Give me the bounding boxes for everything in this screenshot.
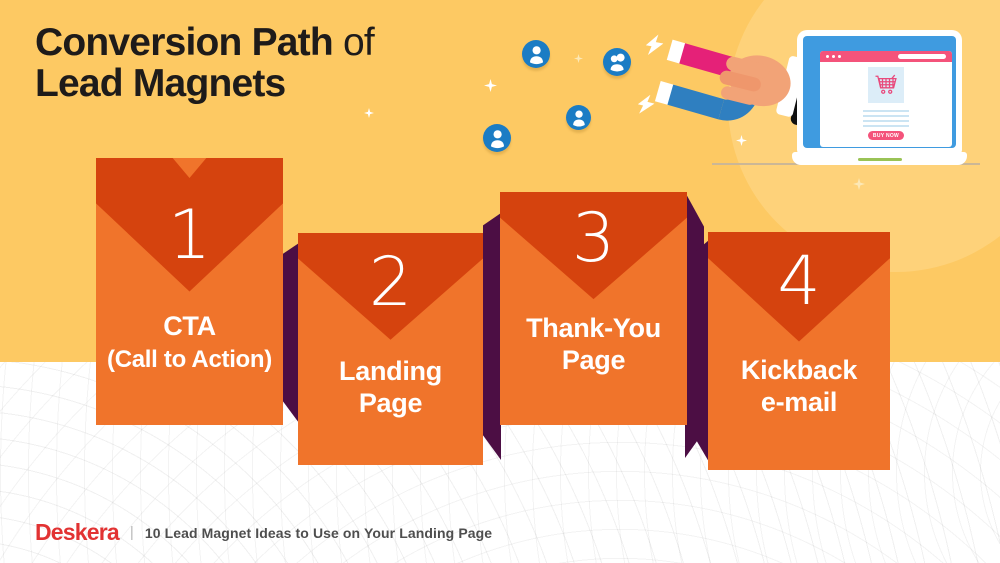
magnet-icon (654, 39, 827, 133)
step-envelope-2: 2 Landing Page (298, 233, 483, 465)
title-bold-1: Conversion Path (35, 21, 334, 64)
text-line (863, 115, 909, 117)
step-label: Thank-You Page (500, 312, 687, 376)
step-number: 3 (571, 199, 616, 278)
text-line (863, 110, 909, 112)
user-icon (483, 124, 511, 152)
footer-caption: 10 Lead Magnet Ideas to Use on Your Land… (144, 524, 493, 541)
step-envelope-3: 3 Thank-You Page (500, 192, 687, 425)
browser-titlebar (820, 51, 952, 62)
step-label-line2: Page (561, 345, 626, 375)
title-bold-2: Lead Magnets (35, 62, 286, 105)
users-icon (603, 48, 631, 76)
laptop-hinge (858, 158, 902, 161)
window-dot (826, 55, 829, 58)
step-label-line1: Kickback (740, 355, 858, 385)
page-title: Conversion Path of Lead Magnets (35, 21, 375, 105)
laptop-icon: BUY NOW (797, 30, 962, 154)
step-label-line2: e-mail (760, 387, 838, 417)
sparkle-icon (736, 135, 747, 146)
step-label-line1: CTA (163, 311, 216, 341)
footer: Deskera | 10 Lead Magnet Ideas to Use on… (35, 519, 492, 546)
product-panel (868, 67, 904, 103)
sparkle-icon (484, 79, 497, 92)
sparkle-icon (364, 108, 374, 118)
sparkle-icon (574, 54, 583, 63)
deskera-logo: Deskera (35, 519, 120, 545)
buy-now-button[interactable]: BUY NOW (868, 131, 904, 140)
laptop-screen: BUY NOW (803, 36, 956, 148)
envelope-side-panel (483, 213, 501, 460)
title-light: of (342, 21, 375, 64)
step-label-line1: Thank-You (526, 313, 661, 343)
envelope-side-panel (283, 243, 299, 423)
step-number: 1 (167, 196, 212, 275)
user-icon (522, 40, 550, 68)
step-label-line1: Landing (339, 356, 442, 386)
step-label: Landing Page (298, 355, 483, 419)
laptop-base (792, 152, 967, 165)
browser-window: BUY NOW (820, 51, 952, 147)
step-envelope-4: 4 Kickback e-mail (708, 232, 890, 470)
text-line (863, 125, 909, 127)
address-bar (898, 54, 946, 59)
step-number: 4 (777, 242, 821, 321)
step-number: 2 (368, 243, 413, 322)
step-envelope-1: 1 CTA (Call to Action) (96, 158, 283, 425)
step-label: CTA (Call to Action) (96, 310, 283, 376)
window-dot (832, 55, 835, 58)
step-label: Kickback e-mail (708, 354, 890, 418)
footer-separator: | (129, 524, 134, 541)
user-icon (566, 105, 591, 130)
envelope-side-panel (696, 240, 709, 462)
step-label-line2: Page (358, 388, 423, 418)
step-label-line2: (Call to Action) (107, 346, 272, 373)
shopping-cart-icon (875, 74, 897, 94)
text-line (863, 120, 909, 122)
window-dot (838, 55, 841, 58)
